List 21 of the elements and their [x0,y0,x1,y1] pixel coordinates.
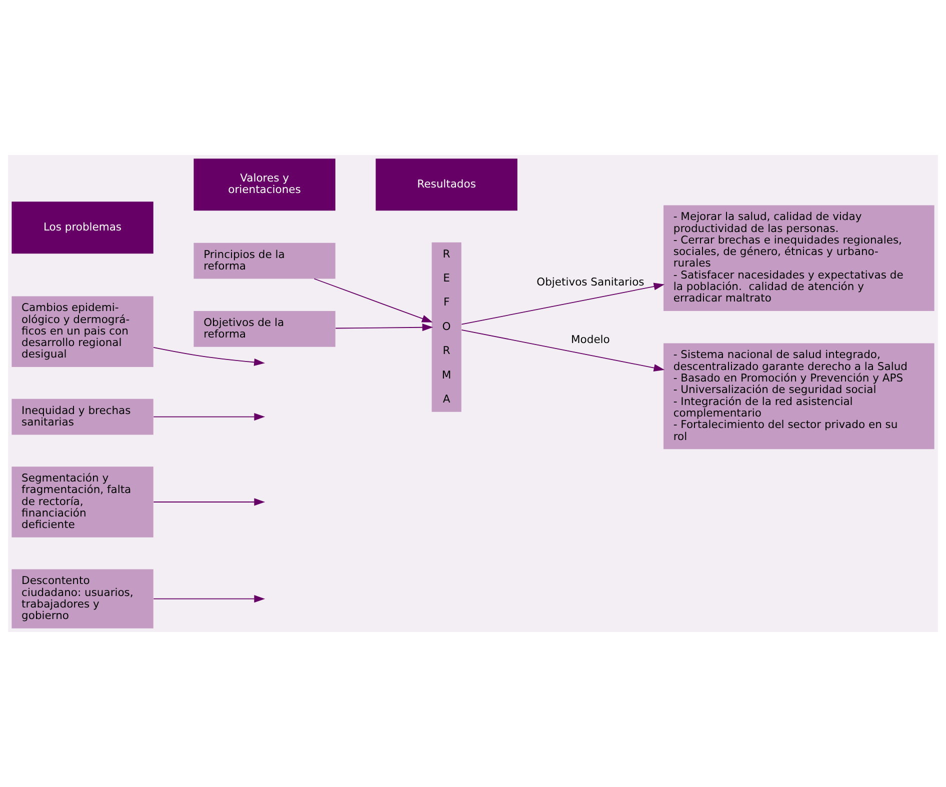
node-box: R E F O R M A [432,242,462,412]
node-box: Descontento ciudadano: usuarios, trabajadores y gobierno [12,569,154,628]
edge-label: Modelo [571,332,610,346]
node-box: Principios de la reforma [194,242,336,279]
node-box: - Mejorar la salud, calidad de viday productividad de las personas. - Cerrar brechas e inequidades regionales, sociales, de género, étnicas y urbano-rurales - Satisfacer nacesidades y expectativas de la población. calidad de atención y erradicar maltrato [664,205,934,311]
arrow [153,498,265,506]
arrow [314,278,433,322]
node-box: Inequidad y brechas sanitarias [12,398,154,435]
arrow [153,347,265,366]
edge-label: Objetivos Sanitarios [536,276,644,289]
arrow [153,595,265,603]
arrow [335,324,434,332]
node-box: Los problemas [12,202,154,254]
node-box: - Sistema nacional de salud integrado, descentralizado garante derecho a la Salud - Basado en Promoción y Prevención y APS - Universalización de seguridad social - Integración de la red asistencial complementario - Fortalecimiento del sector privado en su rol [664,343,934,450]
arrow [461,282,665,325]
node-box: Valores y orientaciones [194,158,336,211]
node-box: Segmentación y fragmentación, falta de rectoría, financiación deficiente [12,466,154,538]
node-box: Objetivos de la reforma [194,311,336,347]
node-box: Resultados [376,158,518,211]
node-box: Cambios epidemi-ológico y dermográ-ficos en un pais con desarrollo regional desigual [12,296,154,368]
arrow [461,330,665,372]
